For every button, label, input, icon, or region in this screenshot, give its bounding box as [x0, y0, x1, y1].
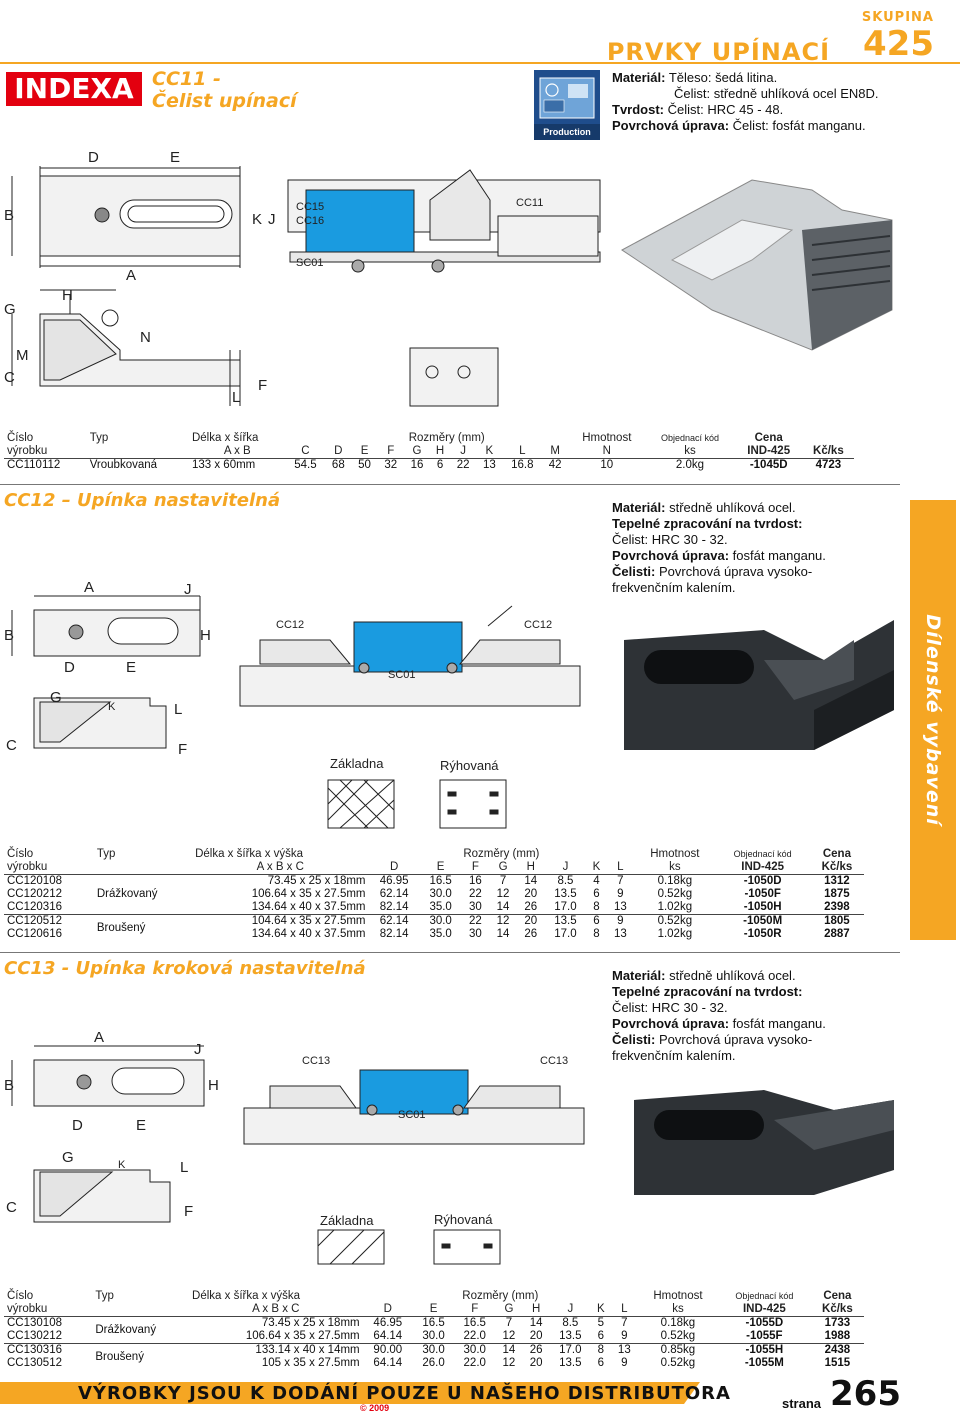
- svg-text:H: H: [200, 627, 211, 644]
- svg-text:Rýhovaná: Rýhovaná: [434, 1212, 493, 1227]
- svg-text:L: L: [232, 389, 240, 406]
- cc12-drawings: A J B H D E G L C F K CC12 CC12 SC01 Zák…: [4, 579, 581, 829]
- cc13-product-photo: [634, 1090, 894, 1195]
- svg-text:B: B: [4, 627, 14, 644]
- cc13-material: Materiál: středně uhlíková ocel. Tepelné…: [612, 968, 826, 1063]
- svg-text:A: A: [94, 1029, 104, 1046]
- svg-text:E: E: [136, 1117, 146, 1134]
- svg-text:CC13: CC13: [540, 1055, 568, 1067]
- svg-text:CC15: CC15: [296, 201, 324, 213]
- svg-text:K: K: [118, 1159, 126, 1171]
- svg-text:CC11: CC11: [516, 197, 543, 209]
- cc13-spec-table: Číslo Typ Délka x šířka x výška Rozměry …: [4, 1290, 864, 1370]
- page-number: 265: [830, 1374, 901, 1414]
- cc12-spec-table: Číslo Typ Délka x šířka x výška Rozměry …: [4, 848, 864, 941]
- copyright: © 2009: [360, 1403, 390, 1413]
- svg-text:Základna: Základna: [320, 1213, 374, 1228]
- svg-text:J: J: [268, 211, 276, 228]
- svg-text:J: J: [194, 1041, 202, 1058]
- svg-text:D: D: [64, 659, 75, 676]
- svg-text:SC01: SC01: [388, 669, 416, 681]
- cc11-product-photo: [621, 179, 893, 351]
- table-row: CC110112 Vroubkovaná 133 x 60mm 54.5 68 …: [4, 458, 854, 473]
- production-label: Production: [543, 127, 591, 137]
- production-icon: Production: [534, 70, 600, 140]
- cc11-spec-table: Číslo Typ Délka x šířka Rozměry (mm) Hmo…: [4, 432, 854, 472]
- cc11-drawings: D E B K J A H G N M C L F CC15 CC16 CC11…: [4, 149, 601, 407]
- section-divider: [0, 484, 900, 485]
- svg-text:CC12: CC12: [276, 619, 304, 631]
- group-label: SKUPINA: [861, 10, 934, 25]
- svg-text:L: L: [174, 701, 182, 718]
- svg-text:C: C: [6, 737, 17, 754]
- svg-text:SC01: SC01: [296, 257, 324, 269]
- svg-text:C: C: [4, 369, 15, 386]
- brand-logo: INDEXA: [6, 72, 142, 106]
- cc12-material: Materiál: středně uhlíková ocel. Tepelné…: [612, 500, 826, 595]
- svg-text:CC13: CC13: [302, 1055, 330, 1067]
- svg-text:D: D: [72, 1117, 83, 1134]
- cc13-drawings: A J B H D E G L C F K CC13 CC13 SC01 Zák…: [4, 1029, 585, 1265]
- svg-text:E: E: [170, 149, 180, 166]
- svg-text:F: F: [258, 377, 267, 394]
- svg-text:B: B: [4, 1077, 14, 1094]
- group-title: PRVKY UPÍNACÍ: [606, 38, 830, 66]
- svg-text:Základna: Základna: [330, 756, 384, 771]
- svg-text:CC16: CC16: [296, 215, 324, 227]
- svg-text:E: E: [126, 659, 136, 676]
- page-label: strana: [782, 1396, 822, 1411]
- svg-text:SC01: SC01: [398, 1109, 426, 1121]
- svg-text:G: G: [4, 301, 16, 318]
- svg-text:CC12: CC12: [524, 619, 552, 631]
- svg-text:N: N: [140, 329, 151, 346]
- header-divider: [0, 62, 960, 64]
- group-number: 425: [863, 24, 934, 64]
- svg-text:G: G: [62, 1149, 74, 1166]
- cc12-product-photo: [624, 620, 894, 750]
- svg-text:J: J: [184, 581, 192, 598]
- cc12-title: CC12 – Upínka nastavitelná: [4, 490, 281, 511]
- svg-text:G: G: [50, 689, 62, 706]
- svg-text:K: K: [108, 701, 116, 713]
- footer-notice: VÝROBKY JSOU K DODÁNÍ POUZE U NAŠEHO DIS…: [78, 1383, 731, 1404]
- cc13-title: CC13 - Upínka kroková nastavitelná: [4, 958, 366, 979]
- svg-text:B: B: [4, 207, 14, 224]
- side-band: Dílenské vybavení: [910, 500, 956, 940]
- section-divider: [0, 952, 900, 953]
- svg-text:A: A: [126, 267, 136, 284]
- svg-text:Rýhovaná: Rýhovaná: [440, 758, 499, 773]
- svg-text:A: A: [84, 579, 94, 596]
- svg-text:D: D: [88, 149, 99, 166]
- svg-text:F: F: [178, 741, 187, 758]
- svg-text:K: K: [252, 211, 262, 228]
- svg-text:L: L: [180, 1159, 188, 1176]
- svg-text:H: H: [62, 287, 73, 304]
- svg-text:C: C: [6, 1199, 17, 1216]
- cc11-title: CC11 - Čelist upínací: [152, 68, 297, 112]
- footer-band: [0, 1382, 700, 1404]
- svg-text:H: H: [208, 1077, 219, 1094]
- svg-text:F: F: [184, 1203, 193, 1220]
- cc11-material: Materiál: Těleso: šedá litina. Čelist: s…: [612, 70, 879, 133]
- svg-text:M: M: [16, 347, 29, 364]
